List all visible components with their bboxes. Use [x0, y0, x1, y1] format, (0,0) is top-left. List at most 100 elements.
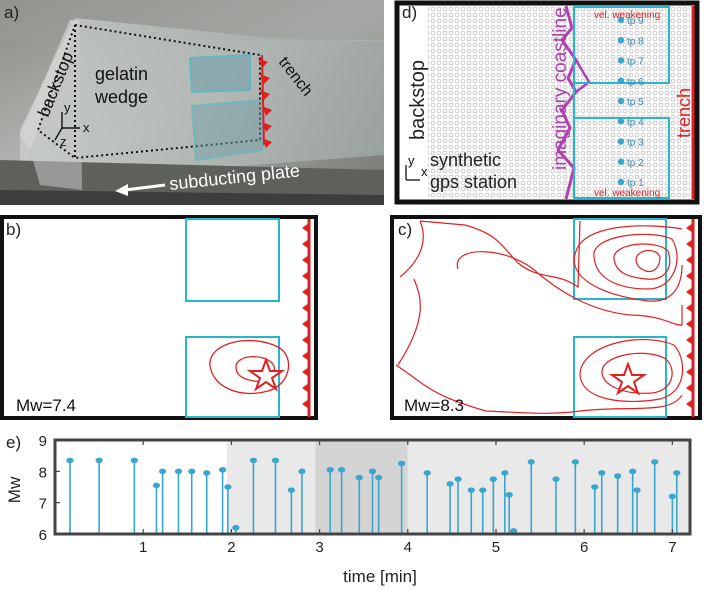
y-tick-label: 9	[39, 433, 47, 450]
axis-y-map: y	[408, 153, 415, 168]
tp-label: tp 1	[627, 178, 644, 189]
rupture-map-b: b) Mw=7.4	[0, 215, 318, 420]
stem-marker	[174, 468, 183, 475]
x-tick-label: 3	[315, 539, 323, 556]
contour-b-outer	[209, 339, 290, 395]
coastline-label: imaginary coastline	[550, 7, 571, 170]
tp-marker	[617, 57, 625, 64]
vel-weakening-top: vel. weakening	[594, 10, 660, 21]
x-tick-label: 7	[668, 539, 676, 556]
stem-marker	[271, 457, 280, 464]
stem-marker	[188, 468, 196, 475]
stem-marker	[629, 468, 637, 475]
stem-marker	[66, 457, 74, 464]
axis-x-map: x	[421, 164, 428, 179]
stem-marker	[591, 484, 599, 490]
stem-marker	[467, 487, 475, 493]
setup-photo: a) gelatin wedge backstop trench subduct…	[0, 0, 384, 205]
stem-marker	[224, 484, 232, 490]
synthetic-label: synthetic	[430, 150, 501, 170]
magnitude-b: Mw=7.4	[16, 396, 76, 415]
tp-label: tp 8	[627, 36, 644, 47]
axis-x-photo: x	[83, 120, 90, 135]
stem-marker	[505, 492, 513, 498]
stem-marker	[614, 473, 622, 479]
x-tick-label: 4	[404, 539, 412, 556]
stem-marker	[152, 482, 161, 489]
tp-marker	[617, 16, 625, 24]
slip-contours-c	[395, 220, 684, 414]
x-tick-label: 5	[492, 539, 500, 556]
stem-marker	[423, 470, 431, 476]
y-axis-label: Mw	[5, 476, 24, 503]
x-axis-label: time [min]	[343, 567, 417, 586]
stem-marker	[527, 459, 535, 465]
shaded-region	[407, 440, 690, 534]
panel-d-label: d)	[402, 3, 417, 22]
tp-marker	[617, 97, 625, 105]
stem-marker	[298, 468, 306, 475]
panel-a-label: a)	[4, 3, 19, 22]
tp-marker	[617, 77, 625, 84]
stem-marker	[501, 470, 509, 476]
trench-teeth-b	[302, 223, 309, 409]
stem-marker	[598, 470, 606, 476]
panel-e-label: e)	[6, 433, 21, 452]
stem-marker	[375, 474, 383, 481]
trench-map-label: trench	[674, 88, 694, 138]
stem-marker	[633, 487, 641, 493]
station-map: tp 9tp 8tp 7tp 6tp 5tp 4tp 3tp 2tp 1 d) …	[394, 0, 700, 205]
y-tick-label: 8	[39, 464, 47, 481]
tp-label: tp 7	[627, 57, 644, 68]
axis-y-photo: y	[64, 100, 71, 115]
magnitude-c: Mw=8.3	[404, 396, 464, 415]
stem-marker	[668, 493, 676, 500]
tp-label: tp 9	[627, 16, 644, 27]
panel-c-label: c)	[398, 220, 412, 239]
tp-marker	[617, 178, 625, 186]
stem-marker	[203, 470, 211, 476]
stems	[66, 457, 681, 534]
shaded-region	[226, 440, 316, 534]
stem-marker	[479, 487, 487, 493]
stem-marker	[510, 528, 518, 534]
stem-marker	[446, 481, 454, 487]
tp-marker	[617, 118, 625, 125]
wedge-label: wedge	[94, 87, 148, 107]
stem-marker	[368, 468, 377, 475]
stem-marker	[552, 476, 560, 482]
chart-frame	[53, 438, 692, 536]
stem-marker	[398, 460, 406, 467]
panel-b: b) Mw=7.4	[0, 215, 320, 420]
stem-marker	[651, 459, 659, 465]
stem-marker	[326, 466, 334, 473]
panel-c: c) Mw=8.3	[390, 215, 704, 420]
vel-weakening-bottom: vel. weakening	[594, 188, 660, 199]
tp-label: tp 3	[627, 138, 644, 149]
stem-marker	[673, 470, 681, 476]
tp-label: tp 2	[627, 158, 644, 169]
tp-marker	[617, 138, 625, 145]
x-tick-label: 1	[139, 539, 147, 556]
stem-marker	[355, 474, 363, 481]
gelatin-label: gelatin	[95, 64, 148, 84]
epicenter-star-c	[608, 361, 648, 396]
panel-a: a) gelatin wedge backstop trench subduct…	[0, 0, 384, 205]
stem-marker	[571, 459, 579, 465]
stem-marker	[454, 476, 462, 482]
stem-marker	[338, 466, 346, 473]
y-tick-label: 6	[39, 527, 47, 544]
stem-marker	[489, 476, 497, 482]
stem-marker	[249, 457, 258, 464]
tp-marker	[617, 37, 625, 44]
stem-marker	[130, 457, 138, 464]
y-tick-label: 7	[39, 496, 47, 513]
tp-label: tp 4	[627, 117, 644, 128]
tp-label: tp 6	[627, 77, 644, 88]
gps-station-label: gps station	[430, 172, 517, 192]
stem-marker	[232, 524, 240, 531]
